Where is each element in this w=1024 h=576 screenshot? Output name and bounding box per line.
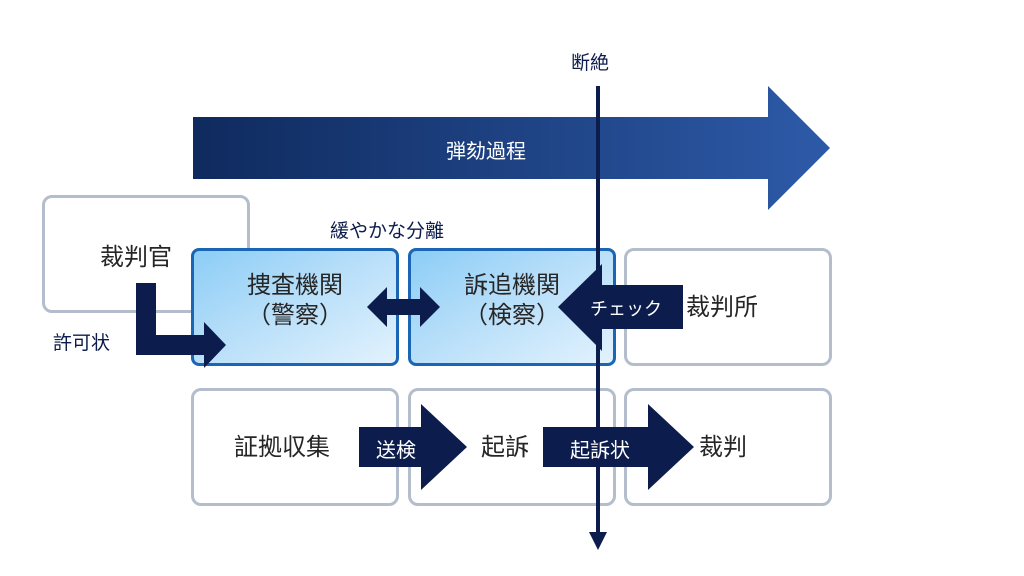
prosecution-agency-name: 訴追機関 (464, 271, 560, 299)
send-to-prosecutor-arrow (359, 404, 467, 490)
indictment-document-arrow (543, 404, 694, 490)
court-label: 裁判所 (686, 293, 758, 321)
investigation-agency-name: 捜査機関 (247, 271, 343, 299)
indictment-document-label: 起訴状 (570, 438, 630, 462)
prosecution-agency-sub: （検察） (464, 301, 560, 329)
trial-label: 裁判 (699, 433, 747, 461)
send-to-prosecutor-label: 送検 (376, 438, 416, 462)
indictment-label: 起訴 (481, 433, 529, 461)
separation-line-arrowhead (589, 532, 607, 550)
judge-label: 裁判官 (100, 243, 172, 271)
separation-label: 断絶 (571, 52, 610, 74)
check-arrow (558, 264, 683, 351)
prosecution-agency-label: 訴追機関 （検察） (408, 270, 616, 330)
investigation-agency-sub: （警察） (247, 301, 343, 329)
evidence-collection-label: 証拠収集 (234, 433, 330, 461)
warrant-arrow (136, 283, 226, 368)
investigation-agency-box (191, 248, 399, 366)
impeachment-process-arrow (193, 86, 830, 210)
impeachment-process-label: 弾劾過程 (446, 139, 526, 163)
cooperation-double-arrow (367, 287, 440, 327)
check-label: チェック (590, 299, 662, 320)
loose-separation-label: 緩やかな分離 (330, 220, 445, 242)
investigation-agency-label: 捜査機関 （警察） (191, 270, 399, 330)
warrant-label: 許可状 (53, 332, 111, 354)
